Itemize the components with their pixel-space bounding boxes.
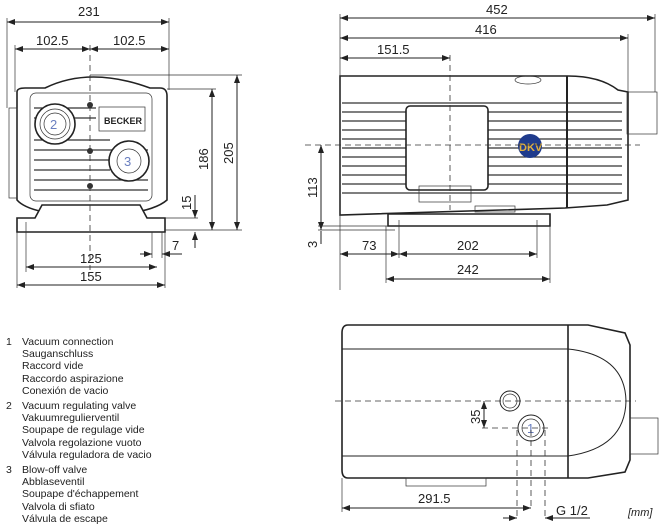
dim-foot-spacing-side: 202 xyxy=(457,238,479,253)
regulating-valve xyxy=(34,103,76,145)
side-cover xyxy=(405,105,489,191)
legend-line: Conexión de vacio xyxy=(22,384,109,397)
port-label-1: 1 xyxy=(527,421,534,436)
legend-line: Blow-off valve xyxy=(22,464,88,477)
legend-line: Raccord vide xyxy=(22,360,84,373)
top-view: 1 35 291.5 G 1/2 xyxy=(335,324,659,521)
legend-line: Soupape d'échappement xyxy=(22,488,139,501)
dim-inlet-offset: 151.5 xyxy=(377,42,410,57)
legend-item: 1 Vacuum connection Sauganschluss Raccor… xyxy=(6,336,152,397)
legend-line: Valvola di sfiato xyxy=(22,500,95,513)
legend: 1 Vacuum connection Sauganschluss Raccor… xyxy=(6,336,152,528)
dim-base-width: 155 xyxy=(80,269,102,284)
dim-overall-length: 452 xyxy=(486,2,508,17)
dkv-logo xyxy=(518,134,542,158)
base-plate xyxy=(16,204,166,233)
dim-half-right: 102.5 xyxy=(113,33,146,48)
legend-number: 2 xyxy=(6,400,12,413)
legend-line: Soupape de regulage vide xyxy=(22,424,145,437)
dim-foot-offset: 73 xyxy=(362,238,376,253)
dim-height-body: 186 xyxy=(196,148,211,170)
dim-axis-height: 113 xyxy=(305,177,320,198)
dim-thread: G 1/2 xyxy=(556,503,588,518)
front-view: BECKER 2 3 231 102.5 102.5 205 186 15 7 xyxy=(6,4,242,288)
dim-port-offset: 35 xyxy=(468,410,483,424)
dim-port-position: 291.5 xyxy=(418,491,451,506)
legend-line: Raccordo aspirazione xyxy=(22,372,124,385)
blow-off-valve xyxy=(108,140,150,182)
legend-line: Vacuum regulating valve xyxy=(22,400,137,413)
port-label-2: 2 xyxy=(50,117,57,132)
dim-height-total: 205 xyxy=(221,142,236,164)
brand-label: BECKER xyxy=(104,116,143,126)
dim-body-length: 416 xyxy=(475,22,497,37)
dim-base-length: 242 xyxy=(457,262,479,277)
legend-line: Abblaseventil xyxy=(22,476,85,489)
legend-number: 3 xyxy=(6,464,12,477)
legend-number: 1 xyxy=(6,336,12,348)
inlet-flange xyxy=(514,75,542,85)
dim-hole: 7 xyxy=(172,238,179,253)
legend-line: Válvula reguladora de vacio xyxy=(22,448,152,461)
legend-line: Sauganschluss xyxy=(22,348,94,361)
legend-line: Válvula de escape xyxy=(22,512,108,525)
units-label: [mm] xyxy=(628,507,653,519)
legend-line: Vacuum connection xyxy=(22,336,114,348)
dim-base-offset: 3 xyxy=(305,241,320,248)
side-view: DKV 452 416 151.5 113 3 73 202 242 xyxy=(305,2,658,290)
legend-line: Valvola regolazione vuoto xyxy=(22,436,142,449)
legend-item: 3 Blow-off valve Abblaseventil Soupape d… xyxy=(6,464,152,525)
dim-foot-spacing: 125 xyxy=(80,251,102,266)
brand-plate xyxy=(98,106,146,132)
dkv-logo-text: DKV xyxy=(519,142,543,154)
legend-line: Vakuumregulierventil xyxy=(22,412,120,425)
dim-overall-width: 231 xyxy=(78,4,100,19)
dim-half-left: 102.5 xyxy=(36,33,69,48)
dim-foot-height: 15 xyxy=(179,196,194,210)
port-label-3: 3 xyxy=(124,154,131,169)
legend-item: 2 Vacuum regulating valve Vakuumregulier… xyxy=(6,400,152,461)
